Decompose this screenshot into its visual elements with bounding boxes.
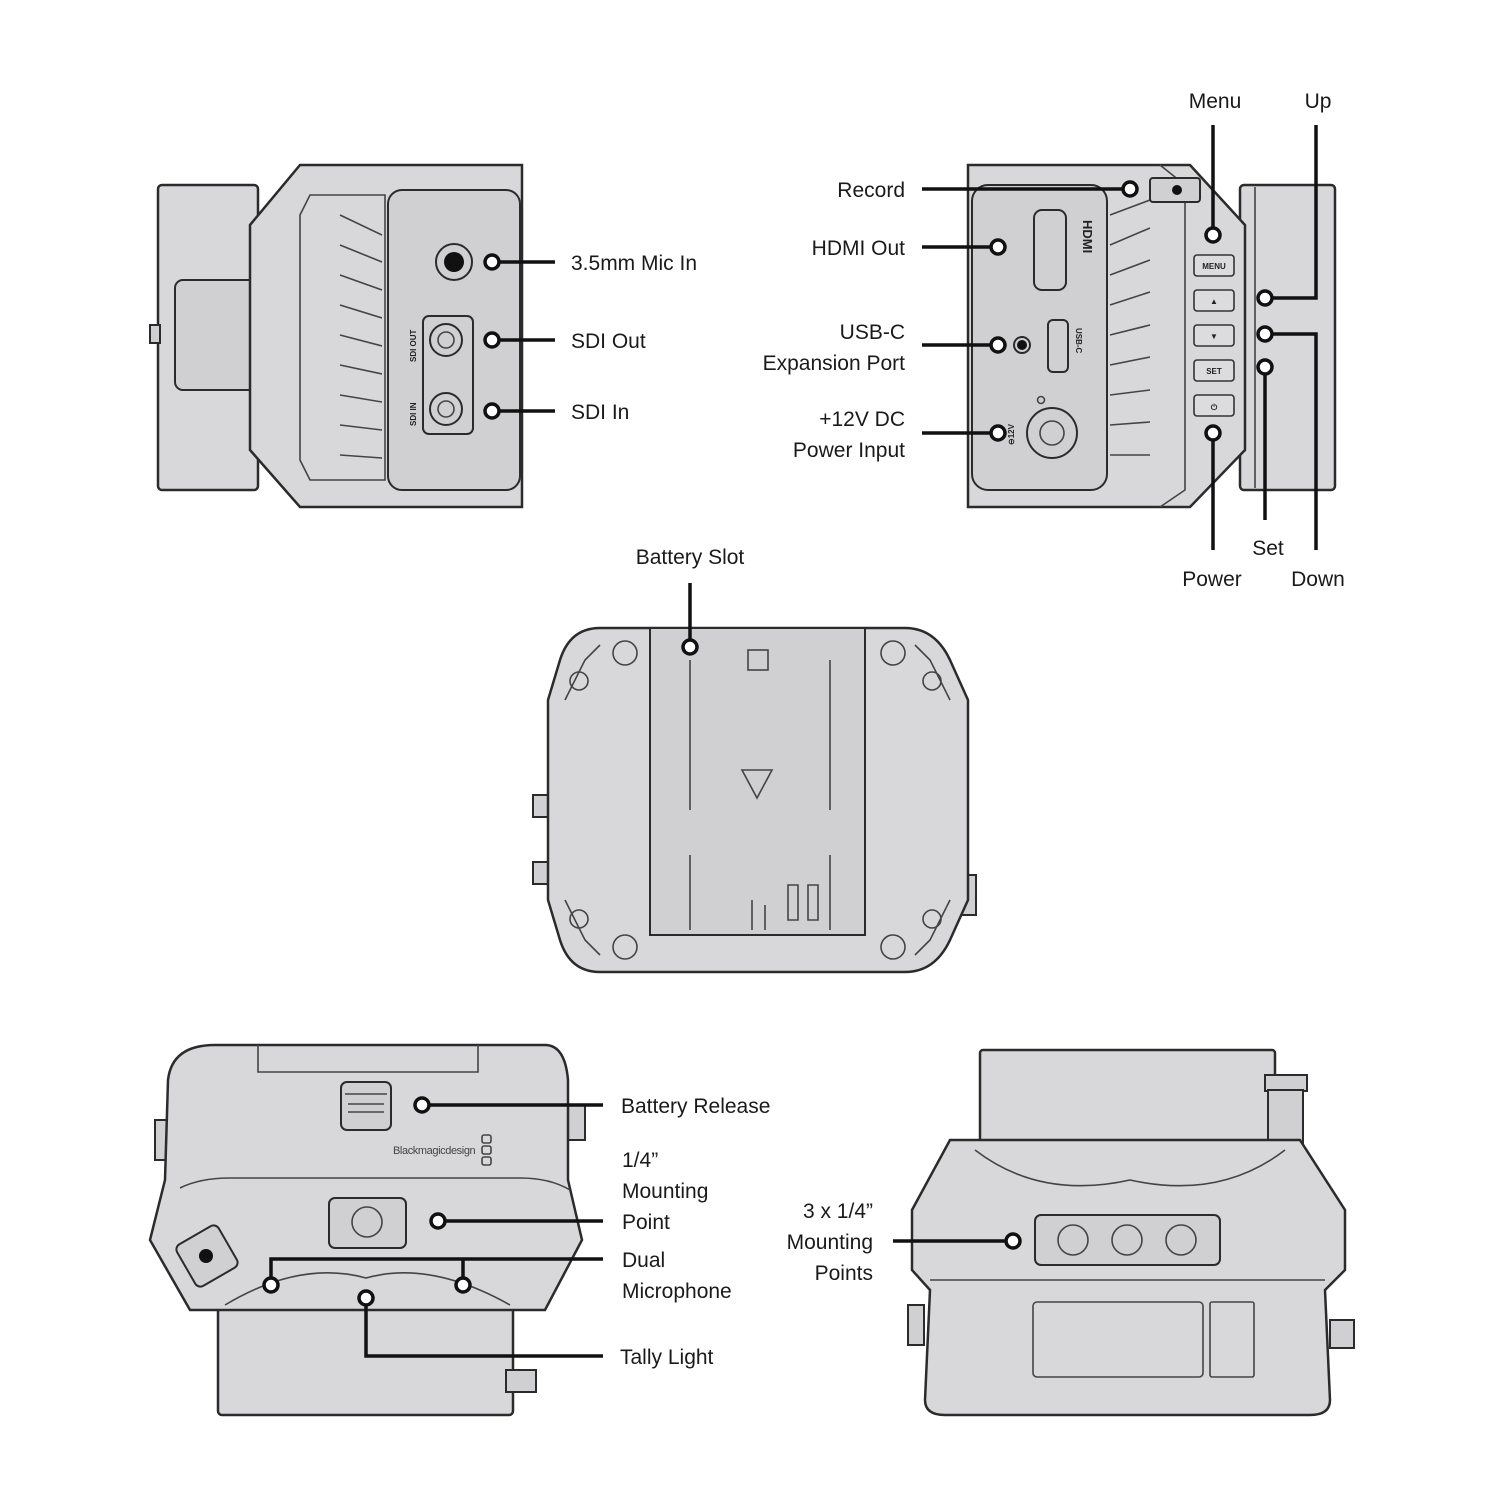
- dc-power-connector: [1026, 407, 1078, 459]
- callout-battery-release: Battery Release: [413, 1095, 770, 1118]
- camera-left-side-view: SDI OUT SDI IN: [149, 163, 524, 509]
- vent-grille: [339, 214, 383, 459]
- label-quarter-inch: 1/4”: [622, 1149, 658, 1172]
- callout-dual-microphone: Dual Microphone: [262, 1249, 732, 1303]
- battery-release-latch[interactable]: [340, 1081, 392, 1131]
- power-button[interactable]: ⏻: [1193, 394, 1235, 417]
- svg-text:MENU: MENU: [1202, 262, 1226, 271]
- label-sdi-out: SDI Out: [571, 330, 646, 353]
- label-menu: Menu: [1189, 90, 1242, 113]
- menu-button[interactable]: MENU: [1193, 254, 1235, 277]
- label-battery-release: Battery Release: [621, 1095, 770, 1118]
- callout-set: Set: [1252, 358, 1284, 560]
- down-button[interactable]: ▼: [1193, 324, 1235, 347]
- callout-usbc: USB-C Expansion Port: [763, 321, 1007, 375]
- sdi-in-marking: SDI IN: [409, 402, 418, 426]
- mounting-point: [1165, 1224, 1197, 1256]
- label-mounting: Mounting: [622, 1180, 708, 1203]
- callout-down: Down: [1256, 325, 1345, 591]
- camera-right-side-view: HDMI USB-C ⊖12V MENU ▲ ▼ SET ⏻: [966, 163, 1337, 509]
- callout-sdi-out: SDI Out: [483, 330, 646, 353]
- label-power: Power: [1182, 568, 1242, 591]
- mounting-point: [1111, 1224, 1143, 1256]
- label-battery-slot: Battery Slot: [636, 546, 745, 569]
- label-mic-in: 3.5mm Mic In: [571, 252, 697, 275]
- label-power-input: Power Input: [793, 439, 905, 462]
- mounting-point: [351, 1206, 383, 1238]
- label-sdi-in: SDI In: [571, 401, 629, 424]
- callout-tally-light: Tally Light: [357, 1289, 714, 1369]
- camera-bottom-view: Blackmagicdesign: [148, 1043, 586, 1417]
- label-expansion-port: Expansion Port: [763, 352, 906, 375]
- label-3x-quarter-inch: 3 x 1/4”: [803, 1200, 873, 1223]
- svg-text:▼: ▼: [1210, 332, 1218, 341]
- callout-battery-slot: Battery Slot: [636, 546, 745, 656]
- svg-text:▲: ▲: [1210, 297, 1218, 306]
- up-button[interactable]: ▲: [1193, 289, 1235, 312]
- camera-rear-view: [532, 626, 977, 974]
- label-record: Record: [837, 179, 905, 202]
- hdmi-marking: HDMI: [1080, 220, 1095, 253]
- label-microphone: Microphone: [622, 1280, 732, 1303]
- usbc-marking: USB-C: [1074, 328, 1083, 354]
- callout-up: Up: [1256, 90, 1332, 307]
- usbc-port: [1047, 319, 1069, 373]
- label-dual: Dual: [622, 1249, 665, 1272]
- label-usbc: USB-C: [840, 321, 905, 344]
- camera-top-view: [907, 1048, 1355, 1417]
- callout-hdmi-out: HDMI Out: [812, 237, 1007, 260]
- callout-mounting-points: 3 x 1/4” Mounting Points: [787, 1200, 1022, 1285]
- callout-mic-in: 3.5mm Mic In: [483, 252, 697, 275]
- label-mounting: Mounting: [787, 1231, 873, 1254]
- callout-menu: Menu: [1189, 90, 1242, 244]
- label-points: Points: [815, 1262, 873, 1285]
- hdmi-port: [1033, 209, 1067, 291]
- label-tally-light: Tally Light: [620, 1346, 714, 1369]
- mounting-point: [1057, 1224, 1089, 1256]
- callout-power-input: +12V DC Power Input: [793, 408, 1007, 462]
- sdi-out-connector: [429, 323, 463, 357]
- sdi-out-marking: SDI OUT: [409, 329, 418, 362]
- vent-grille: [1109, 199, 1151, 456]
- set-button[interactable]: SET: [1193, 359, 1235, 382]
- battery-slot: [649, 627, 866, 936]
- svg-text:SET: SET: [1206, 367, 1222, 376]
- callout-mounting-point: 1/4” Mounting Point: [429, 1149, 708, 1234]
- label-set: Set: [1252, 537, 1284, 560]
- label-hdmi-out: HDMI Out: [812, 237, 906, 260]
- callout-sdi-in: SDI In: [483, 401, 629, 424]
- label-12v-dc: +12V DC: [819, 408, 905, 431]
- label-down: Down: [1291, 568, 1345, 591]
- label-point: Point: [622, 1211, 670, 1234]
- label-up: Up: [1305, 90, 1332, 113]
- brand-logo: Blackmagicdesign: [393, 1145, 476, 1157]
- dc-marking: ⊖12V: [1007, 423, 1016, 445]
- callout-record: Record: [837, 179, 1139, 202]
- callout-power: Power: [1182, 424, 1242, 591]
- power-icon: ⏻: [1211, 403, 1218, 412]
- sdi-in-connector: [429, 392, 463, 426]
